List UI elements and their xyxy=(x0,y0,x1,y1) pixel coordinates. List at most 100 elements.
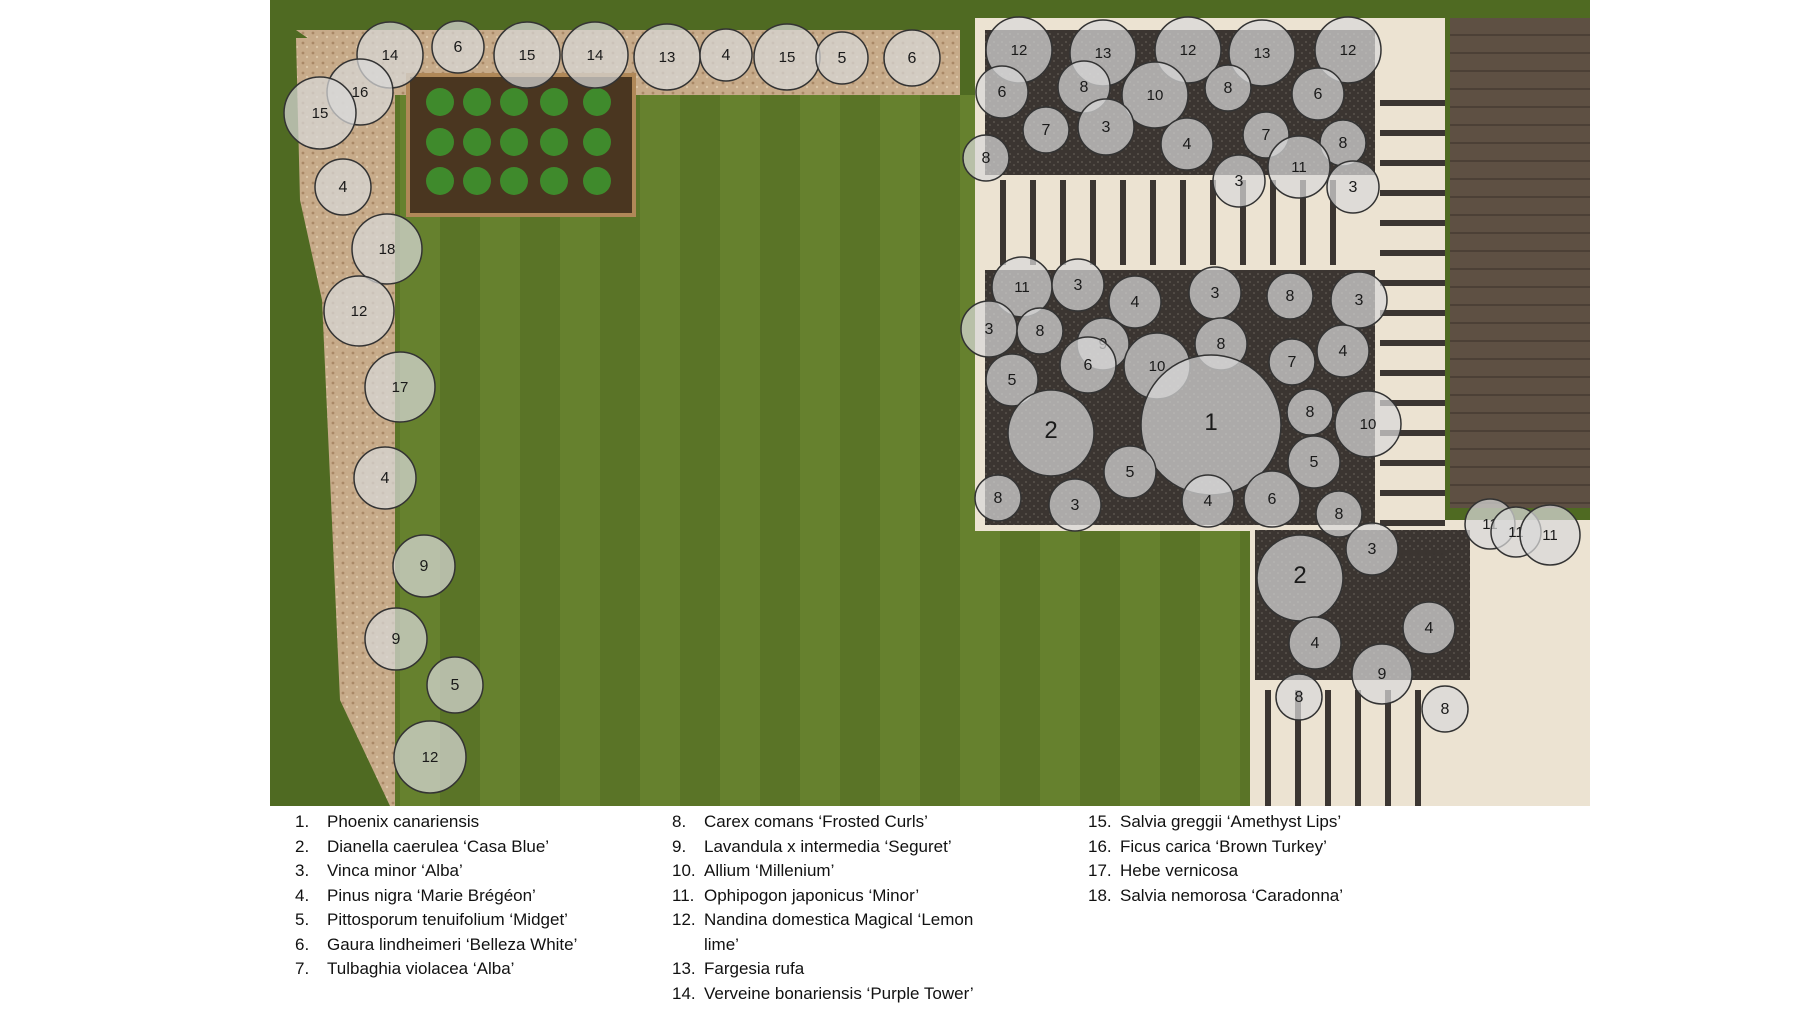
plant-marker: 8 xyxy=(1421,685,1469,733)
legend-column-2: 8.Carex comans ‘Frosted Curls’9.Lavandul… xyxy=(672,810,1002,1006)
plant-marker: 15 xyxy=(493,21,561,89)
plant-marker-number: 12 xyxy=(422,749,439,766)
plant-marker: 4 xyxy=(314,158,372,216)
plant-marker-number: 7 xyxy=(1042,122,1051,139)
plant-marker: 17 xyxy=(364,351,436,423)
plant-marker-circle xyxy=(1022,106,1070,154)
plant-marker-circle xyxy=(1121,61,1189,129)
legend-item: 17.Hebe vernicosa xyxy=(1088,859,1418,884)
plant-marker-number: 8 xyxy=(994,490,1003,507)
legend-item: 4.Pinus nigra ‘Marie Brégéon’ xyxy=(295,884,625,909)
plant-marker: 2 xyxy=(1007,389,1095,477)
plant-marker: 3 xyxy=(1345,522,1399,576)
plant-marker-number: 3 xyxy=(1349,179,1358,196)
plant-marker-number: 6 xyxy=(998,84,1007,101)
legend-number: 6. xyxy=(295,934,310,954)
plant-marker-number: 12 xyxy=(1011,42,1028,59)
legend-number: 2. xyxy=(295,836,310,856)
plant-marker: 8 xyxy=(1286,388,1334,436)
plant-marker-number: 16 xyxy=(352,84,369,101)
plant-marker-circle xyxy=(1402,601,1456,655)
legend-number: 11. xyxy=(672,885,695,905)
plant-marker-circle xyxy=(1051,258,1105,312)
legend-number: 18. xyxy=(1088,885,1112,905)
plant-marker-circle xyxy=(353,446,417,510)
plant-marker-circle xyxy=(1016,307,1064,355)
plant-marker-number: 15 xyxy=(312,105,329,122)
plant-marker: 8 xyxy=(1016,307,1064,355)
plant-marker-circle xyxy=(1286,388,1334,436)
legend-number: 7. xyxy=(295,959,310,978)
plant-marker: 7 xyxy=(1022,106,1070,154)
plant-marker-circle xyxy=(1204,64,1252,112)
legend-plant-name: Salvia greggii ‘Amethyst Lips’ xyxy=(1120,812,1342,831)
plant-marker: 8 xyxy=(974,474,1022,522)
plant-marker-circle xyxy=(1315,490,1363,538)
plant-marker-circle xyxy=(323,275,395,347)
legend-number: 10. xyxy=(672,861,696,880)
plant-marker: 3 xyxy=(1051,258,1105,312)
legend-plant-name: Ficus carica ‘Brown Turkey’ xyxy=(1120,836,1327,856)
plant-marker-number: 3 xyxy=(1074,277,1083,294)
plant-marker-number: 8 xyxy=(1286,288,1295,305)
legend-item: 9. Lavandula x intermedia ‘Seguret’ xyxy=(672,835,1002,860)
plant-marker-circle xyxy=(561,21,629,89)
plant-marker-circle xyxy=(1291,67,1345,121)
plant-marker-number: 8 xyxy=(1224,80,1233,97)
plant-marker: 3 xyxy=(1077,98,1135,156)
plant-marker-number: 4 xyxy=(381,470,390,487)
plant-marker-number: 11 xyxy=(1291,159,1307,176)
plant-marker-circle xyxy=(974,474,1022,522)
plant-marker-number: 8 xyxy=(1441,701,1450,718)
plant-marker-circle xyxy=(699,28,753,82)
plant-marker-circle xyxy=(1268,338,1316,386)
legend-item: 1.Phoenix canariensis xyxy=(295,810,625,835)
plant-marker-number: 9 xyxy=(1378,666,1387,683)
plant-marker-number: 6 xyxy=(1314,86,1323,103)
plant-marker-number: 3 xyxy=(1102,119,1111,136)
plant-marker-circle xyxy=(1314,16,1382,84)
legend-plant-name: Dianella caerulea ‘Casa Blue’ xyxy=(327,836,550,856)
plant-marker: 3 xyxy=(1188,266,1242,320)
plant-marker-number: 4 xyxy=(1339,343,1348,360)
legend-item: 13.Fargesia rufa xyxy=(672,957,1002,982)
plant-marker-circle xyxy=(1212,154,1266,208)
wooden-deck xyxy=(1450,18,1590,508)
plant-marker-number: 12 xyxy=(1340,42,1357,59)
plant-marker-circle xyxy=(1103,445,1157,499)
plant-marker: 10 xyxy=(1334,390,1402,458)
plant-marker-circle xyxy=(1316,324,1370,378)
legend-plant-name: Gaura lindheimeri ‘Belleza White’ xyxy=(327,934,578,954)
plant-marker-circle xyxy=(392,534,456,598)
plant-marker: 8 xyxy=(1204,64,1252,112)
plant-marker: 7 xyxy=(1268,338,1316,386)
legend-number: 15. xyxy=(1088,812,1112,831)
plant-marker: 12 xyxy=(323,275,395,347)
plant-marker: 14 xyxy=(561,21,629,89)
plant-marker-number: 6 xyxy=(454,39,463,56)
plant-marker: 8 xyxy=(1315,490,1363,538)
legend-number: 9. xyxy=(672,836,687,856)
plant-marker: 3 xyxy=(1326,160,1380,214)
plant-marker-number: 15 xyxy=(519,47,536,64)
plant-marker-circle xyxy=(493,21,561,89)
plant-marker-number: 10 xyxy=(1149,358,1166,375)
legend-item: 5.Pittosporum tenuifolium ‘Midget’ xyxy=(295,908,625,933)
legend-plant-name: Lavandula x intermedia ‘Seguret’ xyxy=(704,836,952,856)
plant-marker-number: 10 xyxy=(1360,416,1377,433)
plant-marker-number: 3 xyxy=(1368,541,1377,558)
plant-marker-number: 2 xyxy=(1293,562,1306,589)
plant-marker-number: 6 xyxy=(1268,491,1277,508)
plant-marker-circle xyxy=(283,76,357,150)
plant-marker-number: 8 xyxy=(1080,79,1089,96)
legend-plant-name: Hebe vernicosa xyxy=(1120,861,1239,880)
legend-item: 16.Ficus carica ‘Brown Turkey’ xyxy=(1088,835,1418,860)
plant-marker-number: 4 xyxy=(722,47,731,64)
plant-marker-number: 14 xyxy=(587,47,604,64)
legend-number: 12. xyxy=(672,910,696,929)
plant-marker: 11 xyxy=(1519,504,1581,566)
legend-number: 5. xyxy=(295,910,310,929)
plant-marker-circle xyxy=(1181,474,1235,528)
plant-marker: 6 xyxy=(431,20,485,74)
plant-marker-number: 7 xyxy=(1262,127,1271,144)
